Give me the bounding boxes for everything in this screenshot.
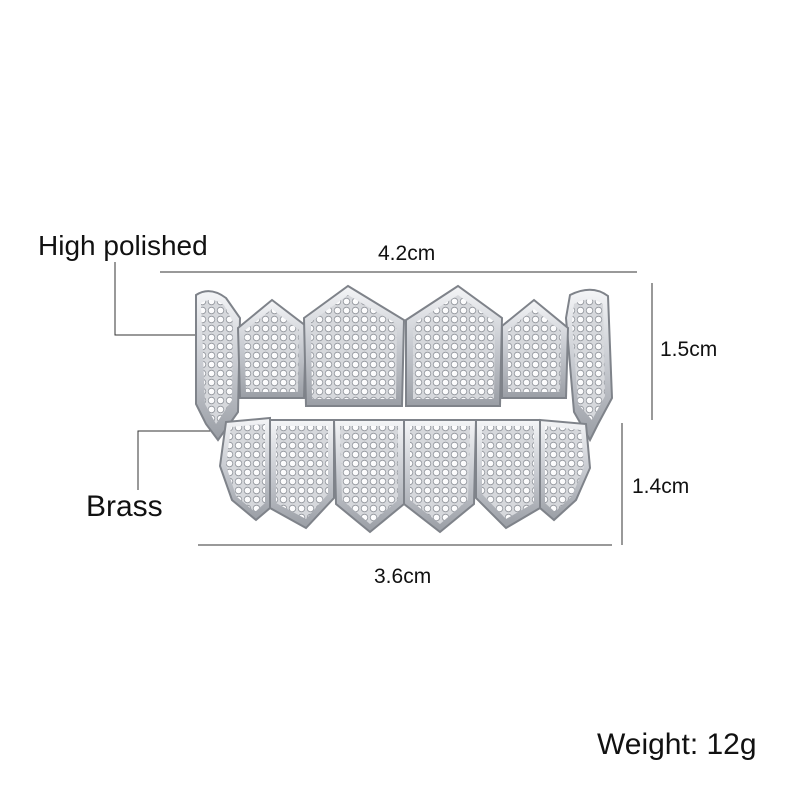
upper-tooth-2-stones xyxy=(311,295,397,399)
bottom-width-label: 3.6cm xyxy=(374,565,432,588)
weight-label: Weight: 12g xyxy=(597,728,757,761)
upper-left-fang-stones xyxy=(201,299,233,424)
material-top-label: High polished xyxy=(38,230,208,261)
lower-tooth-4-stones xyxy=(410,426,470,524)
upper-tooth-4-stones xyxy=(508,309,561,392)
lower-tooth-3-stones xyxy=(340,426,398,524)
bottom-height-label: 1.4cm xyxy=(632,475,690,498)
upper-right-fang-stones xyxy=(572,299,605,420)
dimension-lines xyxy=(114,262,653,546)
material-bottom-label: Brass xyxy=(86,490,163,523)
lower-grill xyxy=(218,416,592,534)
upper-tooth-1-stones xyxy=(244,309,299,392)
top-width-label: 4.2cm xyxy=(378,242,436,265)
upper-grill xyxy=(195,284,614,443)
lower-tooth-2-stones xyxy=(276,426,328,519)
lower-tooth-6-stones xyxy=(545,426,584,512)
top-height-label: 1.5cm xyxy=(660,338,718,361)
lower-tooth-1-stones xyxy=(226,424,265,512)
lower-tooth-5-stones xyxy=(482,426,534,519)
upper-tooth-3-stones xyxy=(413,295,495,399)
